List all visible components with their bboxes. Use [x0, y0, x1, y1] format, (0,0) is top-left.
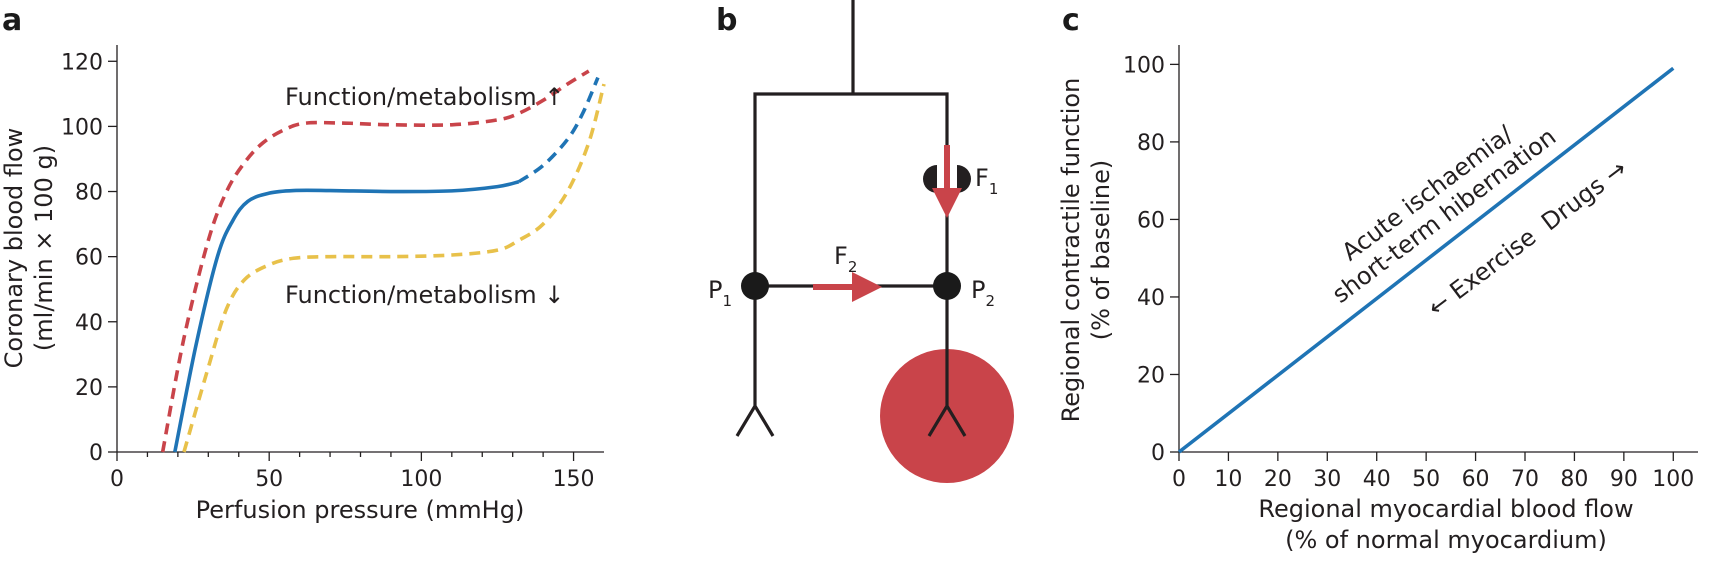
- label-f2: F2: [834, 242, 857, 276]
- label-p2-main: P: [971, 276, 985, 304]
- panel-c-x-tick-label: 40: [1363, 467, 1391, 492]
- panel-a: a 0 50 100 150 0 20 40 60 80 100 120 Function/meta…: [0, 3, 606, 524]
- panel-c-y-tick-label: 60: [1137, 208, 1165, 233]
- panel-c-x-tick-label: 0: [1172, 467, 1186, 492]
- panel-a-x-tick-label: 0: [110, 467, 124, 492]
- label-f1: F1: [975, 164, 998, 198]
- node-p1: [741, 272, 769, 300]
- stenosis-left-half: [923, 165, 937, 193]
- panel-a-series-baseline-extension: [517, 76, 600, 184]
- panel-c-x-axis-label-line1: Regional myocardial blood flow: [1258, 495, 1633, 523]
- panel-c-y-axis-label: Regional contractile function (% of base…: [1057, 78, 1115, 423]
- panel-c-annotation-exercise: ← Exercise: [1423, 223, 1542, 322]
- panel-c-x-axis-label-line2: (% of normal myocardium): [1285, 526, 1607, 554]
- panel-a-y-tick-label: 40: [75, 311, 103, 336]
- panel-a-letter: a: [2, 3, 22, 38]
- panel-c-y-tick-label: 100: [1123, 53, 1165, 78]
- panel-c-series-function-vs-flow: [1177, 66, 1675, 454]
- panel-c-x-tick-label: 50: [1412, 467, 1440, 492]
- panel-c-ticks: 0 10 20 30 40 50 60 70 80 90 100 0 20 40 60 80 100: [1123, 53, 1694, 492]
- node-p2: [933, 272, 961, 300]
- perfusion-territory: [880, 349, 1014, 483]
- panel-b: b P1 P2 F1 F2: [708, 0, 1014, 483]
- label-p2-sub: 2: [985, 292, 995, 310]
- panel-c-series: [1177, 66, 1675, 454]
- panel-c-x-tick-label: 80: [1560, 467, 1588, 492]
- right-distal-branch: [927, 286, 967, 437]
- panel-c: c 0 10 20 30 40 50 60 70 80 90 100 0 20 40 60 80 100 Acu…: [1057, 3, 1698, 554]
- left-distal-branch: [735, 286, 775, 437]
- panel-a-y-axis-label-line2: (ml/min × 100 g): [30, 145, 58, 351]
- label-f2-sub: 2: [848, 258, 858, 276]
- panel-c-x-tick-label: 70: [1511, 467, 1539, 492]
- panel-a-y-tick-label: 80: [75, 181, 103, 206]
- panel-a-x-tick-label: 50: [255, 467, 283, 492]
- panel-a-y-axis-label-line1: Coronary blood flow: [0, 128, 28, 369]
- label-p1-sub: 1: [722, 292, 732, 310]
- panel-a-x-axis-label: Perfusion pressure (mmHg): [196, 496, 525, 524]
- panel-c-axes: [1178, 45, 1698, 453]
- panel-a-x-tick-label: 100: [400, 467, 442, 492]
- panel-a-y-tick-label: 60: [75, 246, 103, 271]
- panel-a-series: [160, 69, 606, 453]
- label-f1-sub: 1: [989, 180, 999, 198]
- panel-c-y-axis-label-line1: Regional contractile function: [1057, 78, 1085, 423]
- panel-a-y-tick-label: 20: [75, 376, 103, 401]
- label-f1-main: F: [975, 164, 989, 192]
- panel-c-annotations: Acute ischaemia/ short-term hibernation …: [1327, 120, 1632, 322]
- panel-a-y-tick-label: 120: [61, 50, 103, 75]
- panel-a-series-decreased: [182, 83, 606, 453]
- panel-a-series-increased: [160, 69, 590, 453]
- label-p2: P2: [971, 276, 995, 310]
- panel-a-y-tick-label: 0: [89, 441, 103, 466]
- panel-c-x-tick-label: 100: [1652, 467, 1694, 492]
- panel-c-y-tick-label: 80: [1137, 131, 1165, 156]
- label-p1-main: P: [708, 276, 722, 304]
- stenosis-right-half: [957, 165, 971, 193]
- panel-a-y-axis-label: Coronary blood flow (ml/min × 100 g): [0, 128, 58, 369]
- panel-c-x-tick-label: 20: [1264, 467, 1292, 492]
- panel-c-annotation-drugs: Drugs →: [1536, 154, 1632, 236]
- label-p1: P1: [708, 276, 732, 310]
- panel-c-x-tick-label: 60: [1462, 467, 1490, 492]
- label-f2-main: F: [834, 242, 848, 270]
- panel-a-ticks: 0 50 100 150 0 20 40 60 80 100 120: [61, 50, 595, 492]
- panel-b-letter: b: [716, 3, 737, 38]
- panel-a-y-tick-label: 100: [61, 115, 103, 140]
- panel-c-y-tick-label: 40: [1137, 286, 1165, 311]
- panel-c-x-tick-label: 30: [1313, 467, 1341, 492]
- panel-c-y-tick-label: 0: [1151, 441, 1165, 466]
- panel-a-x-tick-label: 150: [553, 467, 595, 492]
- panel-c-annotation-line2: short-term hibernation: [1327, 123, 1561, 309]
- panel-c-x-tick-label: 10: [1214, 467, 1242, 492]
- panel-a-annotation-upper: Function/metabolism ↑: [285, 83, 564, 111]
- panel-a-annotation-lower: Function/metabolism ↓: [285, 281, 564, 309]
- panel-a-series-baseline: [173, 179, 520, 453]
- panel-c-y-tick-label: 20: [1137, 363, 1165, 388]
- panel-c-y-axis-label-line2: (% of baseline): [1087, 160, 1115, 340]
- panel-c-letter: c: [1062, 3, 1080, 38]
- panel-c-x-tick-label: 90: [1610, 467, 1638, 492]
